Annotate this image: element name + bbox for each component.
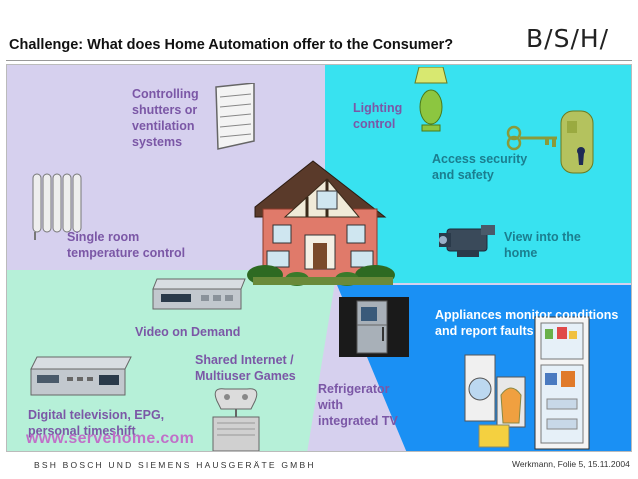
lamp-icon <box>414 67 448 132</box>
label-video: Video on Demand <box>135 325 241 339</box>
illustration-panel: Controlling shutters or ventilation syst… <box>6 64 632 452</box>
bsh-logo: B/S/H/ <box>526 24 610 53</box>
label-view: View into the home <box>504 230 581 260</box>
game-console-icon <box>212 388 260 451</box>
label-shutters: Controlling shutters or ventilation syst… <box>132 87 199 149</box>
appliances-icon <box>464 316 590 450</box>
house-icon <box>247 160 395 286</box>
refrigerator-tv-icon <box>339 297 409 357</box>
footer-company: BSH BOSCH UND SIEMENS HAUSGERÄTE GMBH <box>34 460 316 470</box>
label-tv: Digital television, EPG, personal timesh… <box>28 408 165 438</box>
label-temperature: Single room temperature control <box>67 230 186 260</box>
radiator-icon <box>32 173 82 240</box>
footer-reference: Werkmann, Folie 5, 15.11.2004 <box>512 459 630 469</box>
label-fridge: Refrigerator with integrated TV <box>318 382 398 428</box>
video-recorder-icon <box>152 278 246 310</box>
door-lock-icon <box>560 110 594 174</box>
window-icon <box>215 83 255 150</box>
title-divider <box>6 60 632 61</box>
label-appliances: Appliances monitor conditions and report… <box>435 308 619 338</box>
label-internet: Shared Internet / Multiuser Games <box>195 353 296 383</box>
camcorder-icon <box>439 225 495 257</box>
label-access: Access security and safety <box>432 152 528 182</box>
slide-title: Challenge: What does Home Automation off… <box>9 37 454 53</box>
set-top-box-icon <box>30 356 132 396</box>
label-lighting: Lighting control <box>353 101 403 131</box>
website-link[interactable]: www.servehome.com <box>26 430 195 447</box>
key-icon <box>506 125 557 151</box>
